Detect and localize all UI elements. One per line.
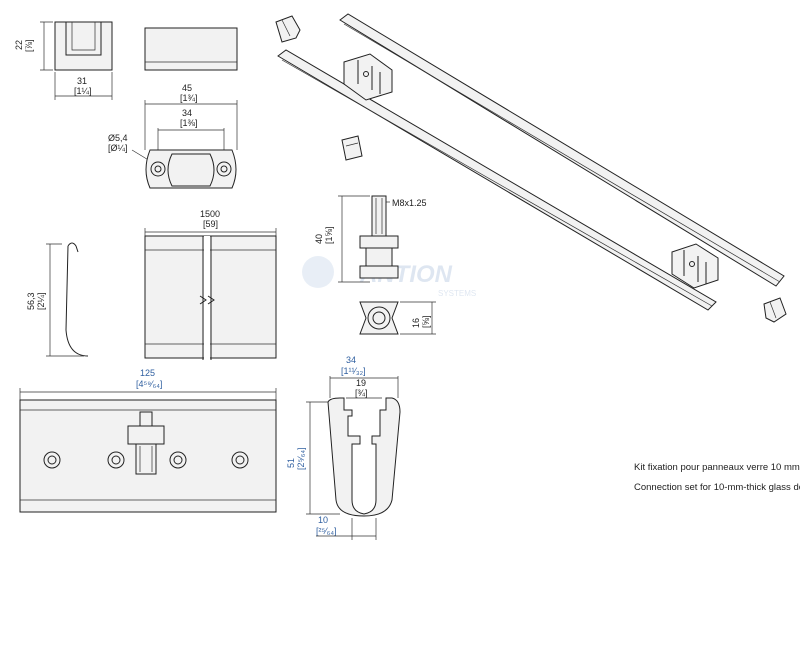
dim-bolt-thread: M8x1.25 [392, 198, 427, 208]
dim-nut-width-in: [⅝] [421, 315, 431, 328]
mounting-plate: 45 [1¾] 34 [1⅜] Ø5,4 [Ø¼] [108, 83, 238, 189]
glass-rail-lower [277, 49, 717, 311]
dim-rail-length: 1500 [200, 209, 220, 219]
dim-hole-diameter: Ø5,4 [108, 133, 128, 143]
dim-block-length-in: [4⁵⁹⁄₆₄] [136, 379, 162, 389]
dim-block-length: 125 [140, 368, 155, 378]
dim-plate-slot: 34 [182, 108, 192, 118]
watermark-subtext: SYSTEMS [438, 289, 476, 298]
dim-section-height-in: [2⁵⁄₆₄] [296, 447, 306, 470]
clamp-bracket-lower [671, 243, 719, 289]
dim-bolt-height: 40 [314, 234, 324, 244]
caption-english: Connection set for 10-mm-thick glass doo… [634, 482, 800, 493]
nut-top-view: 16 [⅝] [359, 301, 436, 335]
dim-section-height: 51 [286, 458, 296, 468]
dim-section-gap: 10 [318, 515, 328, 525]
caption-french: Kit fixation pour panneaux verre 10 mm [634, 462, 800, 473]
end-cap-top [275, 15, 301, 43]
small-clip-iso [341, 135, 363, 161]
dim-clip-width: 31 [77, 76, 87, 86]
dim-section-slot: 19 [356, 378, 366, 388]
dim-section-slot-in: [¾] [355, 388, 368, 398]
dim-section-width-in: [1¹¹⁄₃₂] [341, 366, 366, 376]
dim-profile-height-in: [2¼] [36, 292, 46, 310]
clip-side-view [144, 27, 238, 71]
dim-clip-height: 22 [14, 40, 24, 50]
end-cap-bottom [763, 297, 787, 323]
dim-section-gap-in: [²⁵⁄₆₄] [316, 526, 337, 536]
dim-nut-width: 16 [411, 318, 421, 328]
clamp-bracket-upper [343, 53, 393, 101]
hook-profile: 56,3 [2¼] [26, 242, 89, 357]
dim-clip-height-in: [⅞] [24, 39, 34, 52]
u-clip-front-view: 22 [⅞] 31 [1¼] [14, 21, 113, 100]
dim-plate-width-in: [1¾] [180, 93, 198, 103]
dim-profile-height: 56,3 [26, 292, 36, 310]
glass-rail-upper [339, 13, 785, 287]
dim-section-width: 34 [346, 355, 356, 365]
dim-plate-slot-in: [1⅜] [180, 118, 198, 128]
dim-bolt-height-in: [1⅝] [324, 226, 334, 244]
section-profile: 34 [1¹¹⁄₃₂] 19 [¾] 51 [2⁵⁄₆₄] 10 [²⁵⁄₆₄] [286, 355, 401, 540]
dim-hole-diameter-in: [Ø¼] [108, 143, 128, 153]
clamping-block: 125 [4⁵⁹⁄₆₄] [19, 368, 277, 513]
dim-clip-width-in: [1¼] [74, 86, 92, 96]
bolt-assembly: M8x1.25 40 [1⅝] [314, 195, 427, 283]
rail-elevation: 1500 [59] [144, 209, 277, 360]
dim-plate-width: 45 [182, 83, 192, 93]
dim-rail-length-in: [59] [203, 219, 218, 229]
